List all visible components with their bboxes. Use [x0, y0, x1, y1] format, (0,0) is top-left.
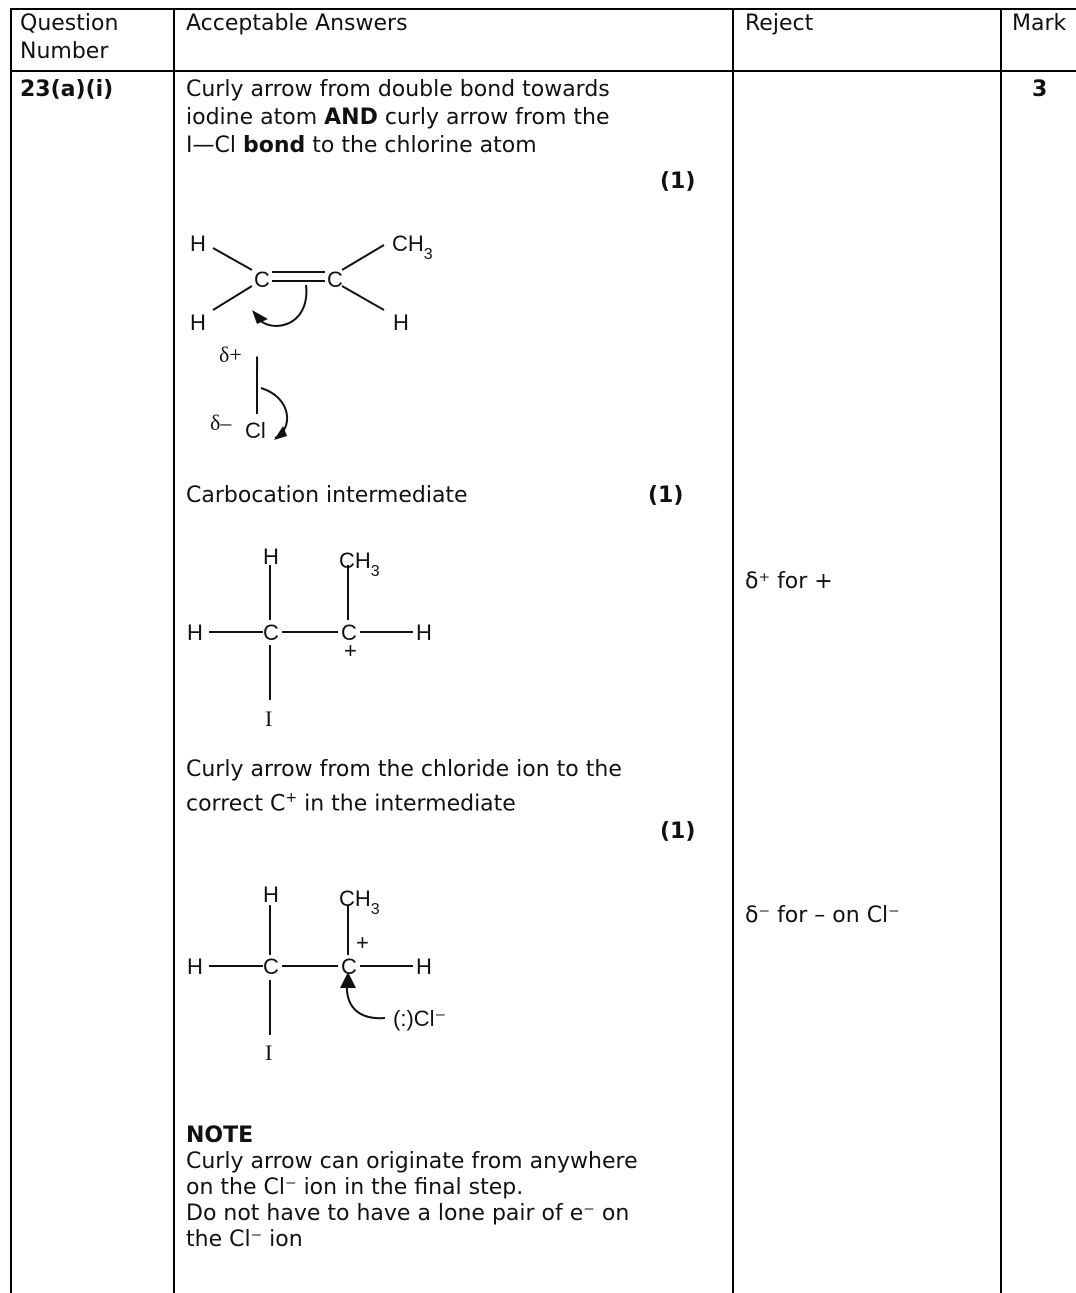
col-border-1 [173, 8, 175, 1293]
d2-h-top: H [263, 544, 279, 569]
col-border-3 [1000, 8, 1002, 1293]
step1-line2-pre: iodine atom [186, 105, 325, 130]
table-top-border [10, 8, 1076, 10]
d2-ch3: CH3 [339, 548, 380, 580]
step3-line2-sup: + [285, 790, 298, 806]
d1-ch3-sub: 3 [424, 246, 433, 263]
d1-h-right: H [393, 310, 409, 335]
header-bottom-border [10, 70, 1076, 72]
header-mark: Mark [1012, 11, 1067, 36]
d2-h-left: H [187, 620, 203, 645]
step2-text: Carbocation intermediate [186, 483, 468, 508]
note-line1: Curly arrow can originate from anywhere [186, 1149, 638, 1174]
step1-line2-bold: AND [324, 105, 378, 130]
step2-score: (1) [648, 483, 684, 508]
step1-line2-post: curly arrow from the [377, 105, 610, 130]
d3-h-left: H [187, 954, 203, 979]
note-line4: the Cl⁻ ion [186, 1227, 303, 1252]
d1-chlorine: Cl [245, 418, 266, 443]
d1-iodine: I [254, 352, 260, 377]
note-line2: on the Cl⁻ ion in the final step. [186, 1175, 524, 1200]
step1-line3-post: to the chlorine atom [305, 133, 537, 158]
note-title: NOTE [186, 1123, 254, 1148]
step1-line2: iodine atom AND curly arrow from the [186, 104, 609, 132]
d1-h-topleft: H [190, 231, 206, 256]
header-reject: Reject [745, 11, 814, 36]
d2-plus: + [344, 638, 357, 663]
header-question-number: Question Number [20, 11, 119, 64]
d2-ch3-sub: 3 [371, 563, 380, 580]
d1-ch3-text: CH [392, 231, 424, 256]
mechanism-step1-diagram: H H C C H CH3 δ+ I δ– Cl [190, 231, 433, 443]
d2-ch3-text: CH [339, 548, 371, 573]
d2-iodine: I [265, 706, 272, 731]
d3-ch3-sub: 3 [371, 901, 380, 918]
step1-line3: I—Cl bond to the chlorine atom [186, 132, 537, 160]
mark-value: 3 [1032, 77, 1048, 102]
d3-ch3: CH3 [339, 886, 380, 918]
d2-c-left: C [263, 620, 279, 645]
note-line3: Do not have to have a lone pair of e⁻ on [186, 1201, 630, 1226]
question-number: 23(a)(i) [20, 77, 114, 102]
step1-line3-pre: I—Cl [186, 133, 243, 158]
chloride-attack-diagram: H CH3 + H C C H (:)Cl⁻ I [187, 882, 446, 1065]
step1-score: (1) [660, 169, 696, 194]
d3-h-top: H [263, 882, 279, 907]
d1-delta-plus: δ+ [219, 342, 242, 367]
d3-c-left: C [263, 954, 279, 979]
reject-delta-plus: δ⁺ for + [745, 569, 833, 594]
d2-c-right: C [341, 620, 357, 645]
d1-h-bottomleft: H [190, 310, 206, 335]
d3-c-right: C [341, 954, 357, 979]
d2-h-right: H [416, 620, 432, 645]
col-border-0 [10, 8, 12, 1293]
d1-delta-minus: δ– [210, 410, 232, 435]
step3-line2-pre: correct C [186, 791, 286, 817]
step1-line3-bold: bond [242, 133, 306, 158]
d3-h-right: H [416, 954, 432, 979]
step3-line1: Curly arrow from the chloride ion to the [186, 757, 622, 782]
d3-plus: + [356, 930, 369, 955]
d1-ch3: CH3 [392, 231, 433, 263]
col-border-2 [732, 8, 734, 1293]
header-acceptable-answers: Acceptable Answers [186, 11, 408, 36]
reject-delta-minus: δ⁻ for – on Cl⁻ [745, 903, 900, 928]
step3-line2-post: in the intermediate [297, 791, 516, 817]
d3-ch3-text: CH [339, 886, 371, 911]
step3-line2: correct C+ in the intermediate [186, 784, 516, 818]
step3-score: (1) [660, 819, 696, 844]
d3-iodine: I [265, 1040, 272, 1065]
d3-chloride: (:)Cl⁻ [393, 1006, 446, 1031]
d1-c-right: C [327, 267, 343, 292]
step1-line1: Curly arrow from double bond towards [186, 77, 610, 102]
carbocation-diagram: H CH3 H C C H + I [187, 544, 432, 731]
d1-c-left: C [254, 267, 270, 292]
